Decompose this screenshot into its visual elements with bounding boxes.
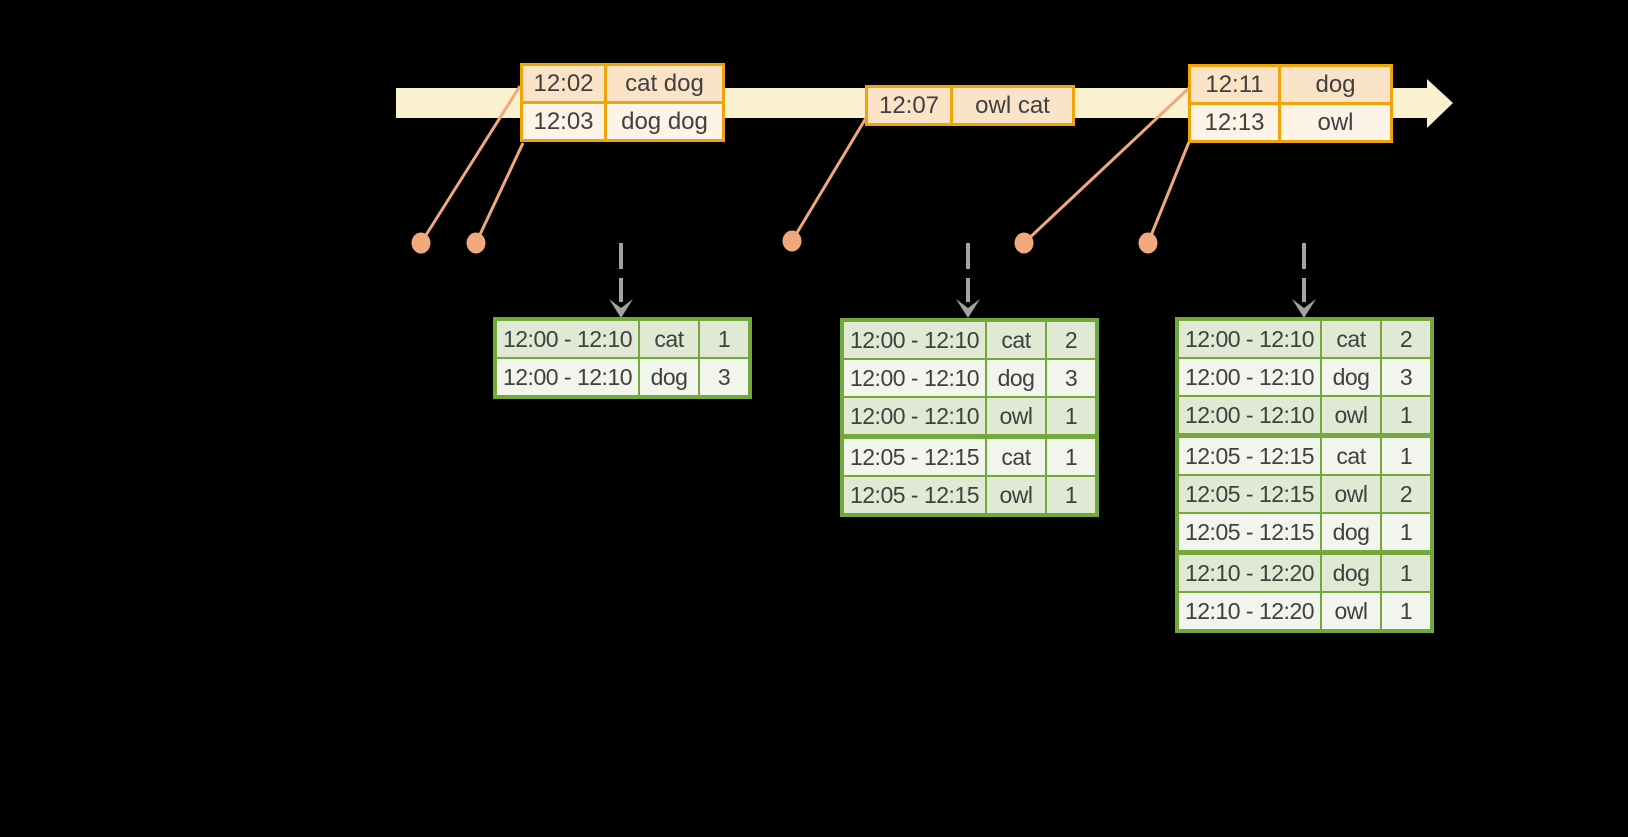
word-cell: dog <box>640 359 700 395</box>
timeline-arrow-head <box>1427 79 1453 128</box>
word-cell: dog <box>1322 555 1382 591</box>
time-cell: 12:07 <box>868 88 953 123</box>
event-dot <box>1138 232 1158 254</box>
event-connector-line <box>790 117 868 242</box>
event-dot <box>782 230 802 252</box>
word-cell: dog <box>1322 359 1382 395</box>
event-dot <box>411 232 431 254</box>
word-cell: owl <box>1322 397 1382 433</box>
window-cell: 12:10 - 12:20 <box>1179 593 1322 629</box>
count-cell: 1 <box>1399 401 1413 428</box>
table-row: 12:02 cat dog <box>523 66 722 101</box>
event-connector-line <box>474 142 525 244</box>
time-cell: 12:11 <box>1191 67 1281 102</box>
word-cell: owl <box>987 398 1047 434</box>
window-cell: 12:00 - 12:10 <box>1179 359 1322 395</box>
count-cell: 2 <box>1399 325 1413 352</box>
count-cell: 3 <box>717 363 731 390</box>
count-cell: 3 <box>1399 363 1413 390</box>
window-cell: 12:00 - 12:10 <box>844 360 987 396</box>
window-cell: 12:05 - 12:15 <box>1179 476 1322 512</box>
word-cell: cat <box>1322 321 1382 357</box>
word-cell: dog <box>1322 514 1382 550</box>
word-cell: cat <box>987 439 1047 475</box>
table-row: 12:11 dog <box>1191 67 1390 102</box>
word-cell: dog <box>987 360 1047 396</box>
event-connector-line <box>1022 86 1191 245</box>
event-table: 12:07 owl cat <box>865 85 1075 126</box>
count-cell: 1 <box>717 325 731 352</box>
trigger-arrow-head <box>1292 299 1316 318</box>
count-cell: 1 <box>1399 559 1413 586</box>
window-cell: 12:00 - 12:10 <box>497 321 640 357</box>
window-cell: 12:05 - 12:15 <box>1179 514 1322 550</box>
count-cell: 1 <box>1064 443 1078 470</box>
word-cell: cat <box>640 321 700 357</box>
count-cell: 1 <box>1399 442 1413 469</box>
event-table: 12:02 cat dog 12:03 dog dog <box>520 63 725 142</box>
word-cell: cat <box>1322 438 1382 474</box>
window-cell: 12:05 - 12:15 <box>844 439 987 475</box>
count-cell: 1 <box>1399 518 1413 545</box>
event-table: 12:11 dog 12:13 owl <box>1188 64 1393 143</box>
words-cell: cat dog <box>625 69 704 97</box>
window-cell: 12:00 - 12:10 <box>1179 321 1322 357</box>
window-cell: 12:00 - 12:10 <box>1179 397 1322 433</box>
count-cell: 2 <box>1064 326 1078 353</box>
word-cell: owl <box>1322 593 1382 629</box>
count-cell: 1 <box>1399 597 1413 624</box>
event-dot <box>466 232 486 254</box>
event-dot <box>1014 232 1034 254</box>
words-cell: dog dog <box>621 107 708 135</box>
word-cell: cat <box>987 322 1047 358</box>
count-cell: 1 <box>1064 481 1078 508</box>
window-cell: 12:05 - 12:15 <box>1179 438 1322 474</box>
window-cell: 12:05 - 12:15 <box>844 477 987 513</box>
count-cell: 2 <box>1399 480 1413 507</box>
time-cell: 12:03 <box>523 104 607 139</box>
words-cell: owl <box>1317 108 1354 136</box>
event-connector-line <box>419 85 522 244</box>
words-cell: dog <box>1315 70 1356 98</box>
word-cell: owl <box>1322 476 1382 512</box>
count-cell: 3 <box>1064 364 1078 391</box>
event-connector-line <box>1146 141 1191 244</box>
time-cell: 12:02 <box>523 66 607 101</box>
time-cell: 12:13 <box>1191 105 1281 140</box>
window-cell: 12:10 - 12:20 <box>1179 555 1322 591</box>
trigger-arrow-head <box>609 299 633 318</box>
window-cell: 12:00 - 12:10 <box>497 359 640 395</box>
words-cell: owl cat <box>975 91 1050 119</box>
word-cell: owl <box>987 477 1047 513</box>
window-cell: 12:00 - 12:10 <box>844 322 987 358</box>
table-row: 12:07 owl cat <box>868 88 1072 123</box>
table-row: 12:13 owl <box>1191 102 1390 140</box>
trigger-arrow-head <box>956 299 980 318</box>
table-row: 12:03 dog dog <box>523 101 722 139</box>
window-cell: 12:00 - 12:10 <box>844 398 987 434</box>
count-cell: 1 <box>1064 402 1078 429</box>
